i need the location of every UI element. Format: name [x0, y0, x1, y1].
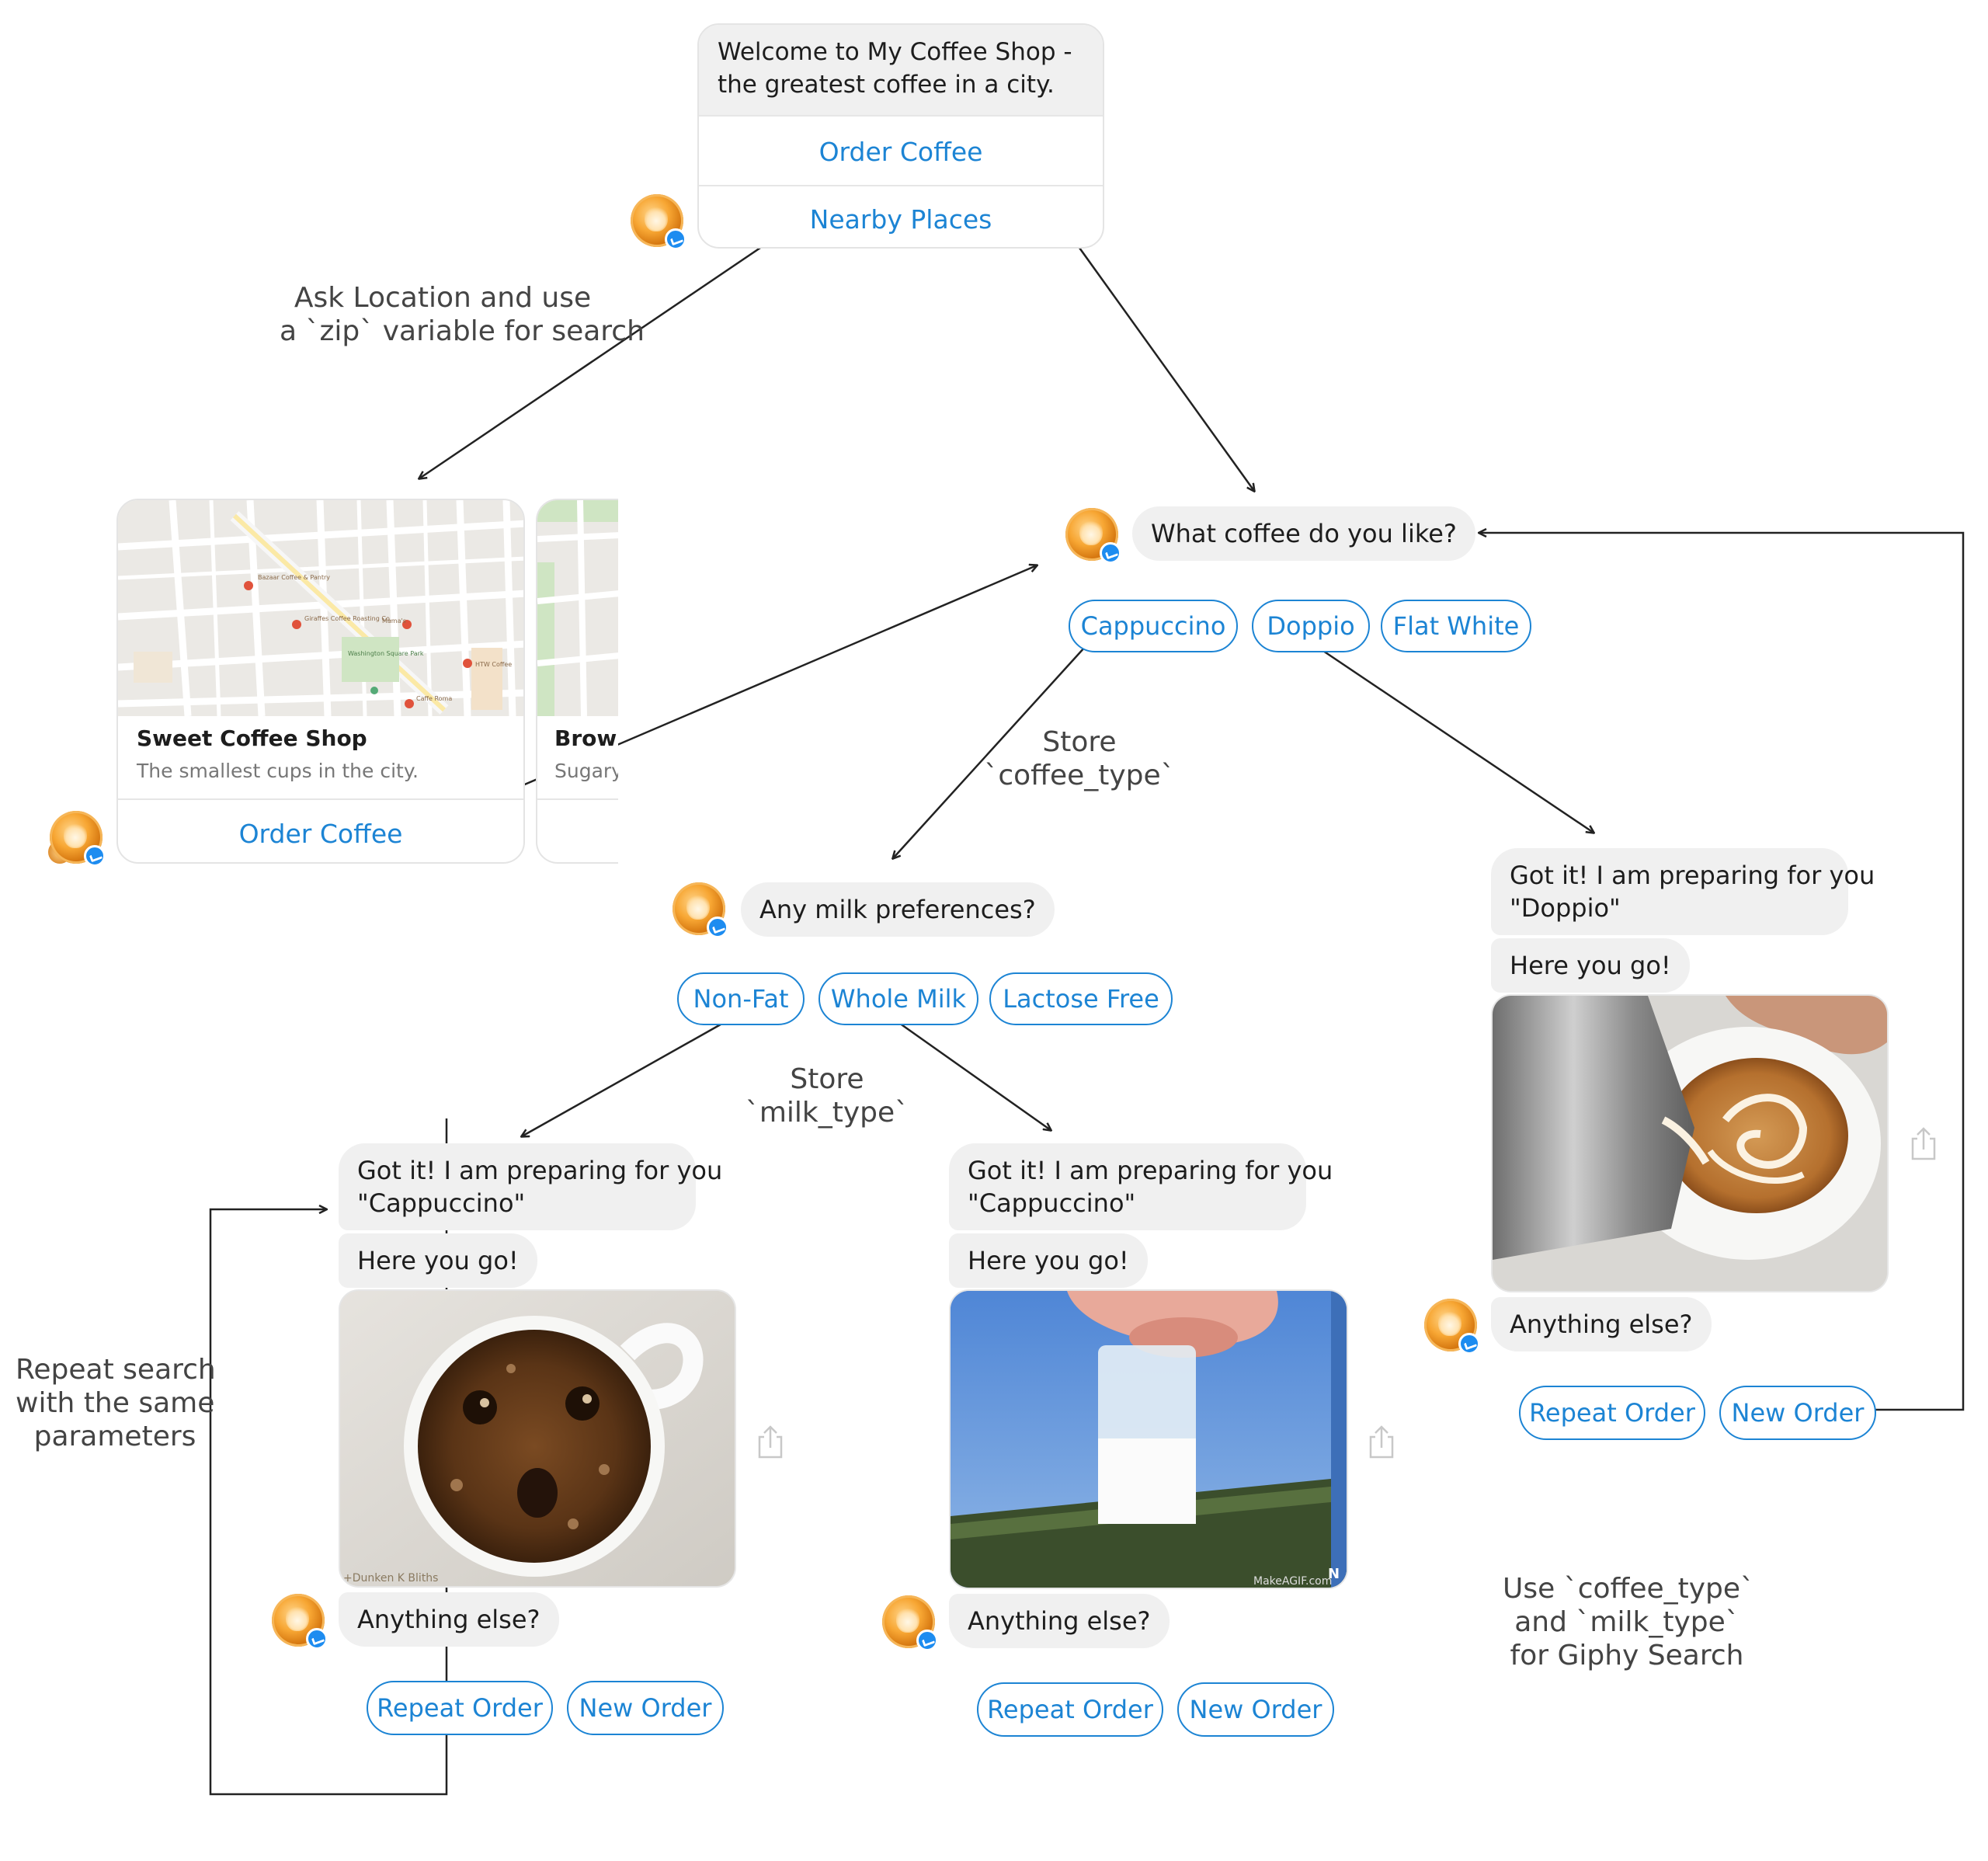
place-subtitle: The smallest cups in the city.: [137, 760, 419, 782]
gif-latte-art[interactable]: [1491, 994, 1889, 1292]
welcome-card: Welcome to My Coffee Shop - the greatest…: [697, 23, 1104, 249]
cartoon-milk-image: N MakeAGIF.com: [951, 1291, 1347, 1588]
welcome-line-1: Welcome to My Coffee Shop -: [718, 38, 1072, 66]
welcome-text-area: Welcome to My Coffee Shop - the greatest…: [699, 25, 1103, 115]
share-icon[interactable]: [1368, 1424, 1395, 1459]
result-right-here-you-go: Here you go!: [1491, 938, 1690, 993]
bot-avatar-welcome: [631, 194, 686, 250]
quick-reply-whole-milk[interactable]: Whole Milk: [818, 972, 978, 1025]
quick-reply-non-fat[interactable]: Non-Fat: [677, 972, 805, 1025]
share-icon[interactable]: [1910, 1126, 1937, 1160]
svg-text:MakeAGIF.com: MakeAGIF.com: [1253, 1575, 1332, 1588]
messenger-badge-icon: [1100, 542, 1121, 564]
note-ask-location: Ask Location and use a `zip` variable fo…: [280, 282, 645, 347]
result-right-anything-else: Anything else?: [1491, 1297, 1712, 1351]
latte-art-image: [1493, 996, 1887, 1291]
result-left-here-you-go: Here you go!: [339, 1233, 537, 1288]
result-left-anything-else: Anything else?: [339, 1592, 559, 1647]
quick-reply-lactose-free[interactable]: Lactose Free: [989, 972, 1173, 1025]
bot-avatar-places: [50, 811, 106, 867]
map-thumbnail-partial: [537, 500, 618, 716]
svg-text:HTW Coffee: HTW Coffee: [475, 661, 512, 668]
messenger-badge-icon: [1458, 1333, 1480, 1355]
messenger-badge-icon: [84, 845, 106, 867]
order-coffee-button[interactable]: Order Coffee: [699, 115, 1103, 186]
result-right-repeat-order[interactable]: Repeat Order: [1519, 1386, 1705, 1440]
milk-question-bubble: Any milk preferences?: [741, 882, 1055, 937]
result-left-new-order[interactable]: New Order: [567, 1681, 724, 1735]
note-repeat-search: Repeat search with the same parameters: [16, 1354, 216, 1452]
svg-text:+Dunken K Bliths: +Dunken K Bliths: [343, 1572, 438, 1584]
quick-reply-cappuccino[interactable]: Cappuccino: [1069, 600, 1238, 652]
result-middle-got-it: Got it! I am preparing for you "Cappucci…: [949, 1143, 1333, 1230]
street-map: Bazaar Coffee & Pantry Giraffes Coffee R…: [118, 500, 523, 716]
place-order-coffee-button[interactable]: Order Coffee: [118, 798, 523, 862]
arrow-doppio-to-result: [1315, 645, 1594, 833]
map-thumbnail: Bazaar Coffee & Pantry Giraffes Coffee R…: [118, 500, 523, 716]
messenger-badge-icon: [306, 1628, 328, 1650]
result-middle-repeat-order[interactable]: Repeat Order: [977, 1682, 1163, 1737]
note-store-coffee-type: Store `coffee_type`: [984, 726, 1175, 791]
svg-text:N: N: [1328, 1566, 1340, 1582]
bot-avatar-result-left: [272, 1594, 328, 1650]
quick-reply-flat-white[interactable]: Flat White: [1381, 600, 1531, 652]
result-right-got-it: Got it! I am preparing for you "Doppio": [1491, 848, 1875, 935]
welcome-line-2: the greatest coffee in a city.: [718, 71, 1055, 99]
coffee-question-bubble: What coffee do you like?: [1132, 506, 1475, 561]
messenger-badge-icon: [665, 228, 686, 250]
result-middle-anything-else: Anything else?: [949, 1594, 1170, 1648]
svg-text:Mama's: Mama's: [382, 617, 406, 624]
note-giphy-search: Use `coffee_type` and `milk_type` for Gi…: [1503, 1573, 1755, 1671]
result-middle-here-you-go: Here you go!: [949, 1233, 1148, 1288]
gif-cartoon-milk[interactable]: N MakeAGIF.com: [949, 1289, 1348, 1589]
note-store-milk-type: Store `milk_type`: [745, 1063, 909, 1129]
arrow-nonfat-to-result: [522, 1020, 727, 1136]
place-title-partial: Browr: [554, 725, 618, 751]
bot-avatar-milk-question: [673, 882, 728, 938]
result-left-repeat-order[interactable]: Repeat Order: [367, 1681, 553, 1735]
result-right-new-order[interactable]: New Order: [1719, 1386, 1876, 1440]
coffee-face-image: +Dunken K Bliths: [340, 1291, 735, 1586]
svg-text:Washington Square Park: Washington Square Park: [348, 650, 424, 657]
quick-reply-doppio[interactable]: Doppio: [1252, 600, 1370, 652]
svg-text:Giraffes Coffee Roasting Co.: Giraffes Coffee Roasting Co.: [304, 615, 391, 622]
result-left-got-it: Got it! I am preparing for you "Cappucci…: [339, 1143, 722, 1230]
place-card-sweet-coffee: Bazaar Coffee & Pantry Giraffes Coffee R…: [116, 499, 525, 864]
result-middle-new-order[interactable]: New Order: [1177, 1682, 1334, 1737]
place-subtitle-partial: Sugary: [554, 760, 618, 782]
svg-text:Caffe Roma: Caffe Roma: [416, 695, 452, 702]
place-title: Sweet Coffee Shop: [137, 725, 367, 751]
nearby-places-button[interactable]: Nearby Places: [699, 185, 1103, 247]
bot-avatar-result-middle: [882, 1595, 938, 1651]
svg-text:Bazaar Coffee & Pantry: Bazaar Coffee & Pantry: [258, 574, 330, 581]
place-card-partial: Browr Sugary: [48, 499, 618, 864]
bot-avatar-coffee-question: [1065, 508, 1121, 564]
messenger-badge-icon: [916, 1630, 938, 1651]
gif-coffee-face[interactable]: +Dunken K Bliths: [339, 1289, 736, 1588]
share-icon[interactable]: [757, 1424, 784, 1459]
arrow-nearby-to-places: [419, 222, 797, 478]
messenger-badge-icon: [707, 917, 728, 938]
bot-avatar-result-right: [1424, 1299, 1480, 1355]
